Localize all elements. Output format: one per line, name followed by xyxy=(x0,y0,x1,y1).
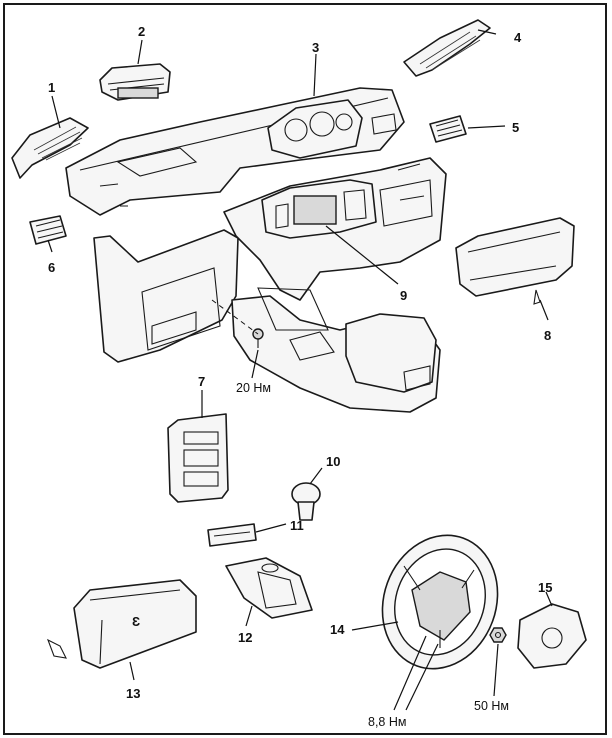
part-8-right-trim-panel xyxy=(455,217,575,305)
callout-13: 13 xyxy=(126,686,140,701)
diagram-frame xyxy=(3,3,607,735)
torque-label-8-8nm: 8,8 Нм xyxy=(368,715,406,729)
callout-2: 2 xyxy=(138,24,145,39)
part-12-shift-bezel xyxy=(225,557,313,619)
callout-10: 10 xyxy=(326,454,340,469)
part-2-dash-center-vent xyxy=(99,63,171,101)
callout-3: 3 xyxy=(312,40,319,55)
part-6-left-air-vent xyxy=(29,215,67,245)
part-14-steering-wheel xyxy=(381,534,499,670)
callout-14: 14 xyxy=(330,622,345,637)
part-15-airbag-module xyxy=(517,603,587,669)
glovebox-emblem-icon: Ɛ xyxy=(132,614,140,629)
part-3-instrument-panel xyxy=(65,87,405,216)
callout-6: 6 xyxy=(48,260,55,275)
torque-label-20nm: 20 Нм xyxy=(236,381,271,395)
callout-9: 9 xyxy=(400,288,407,303)
callout-11: 11 xyxy=(290,518,304,533)
callout-7: 7 xyxy=(198,374,205,389)
part-11-switch-bezel xyxy=(207,523,257,547)
callout-4: 4 xyxy=(514,30,522,45)
torque-label-50nm: 50 Нм xyxy=(474,699,509,713)
nut-50nm xyxy=(489,627,507,643)
part-4-pillar-trim xyxy=(403,19,491,77)
callout-15: 15 xyxy=(538,580,552,595)
callout-5: 5 xyxy=(512,120,519,135)
part-1-side-defroster-panel xyxy=(11,117,89,179)
part-10-shift-knob xyxy=(291,482,321,521)
part-13-glove-box xyxy=(46,579,197,669)
callout-8: 8 xyxy=(544,328,551,343)
leader-lines xyxy=(47,29,553,711)
part-5-right-air-vent xyxy=(429,115,467,143)
part-7-center-bezel xyxy=(167,413,229,503)
part-9-center-cluster xyxy=(261,179,377,239)
callout-12: 12 xyxy=(238,630,252,645)
callout-1: 1 xyxy=(48,80,55,95)
